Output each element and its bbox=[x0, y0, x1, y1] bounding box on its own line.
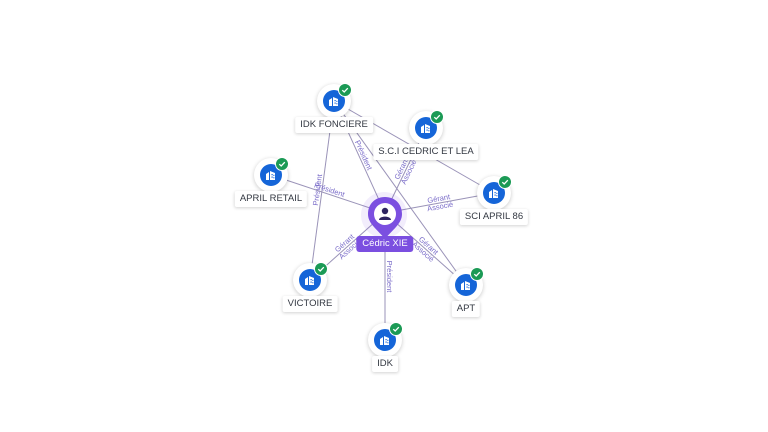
company-label-april-retail[interactable]: APRIL RETAIL bbox=[234, 191, 308, 207]
company-node-sci-cedric-lea[interactable] bbox=[409, 110, 444, 145]
building-icon bbox=[299, 269, 321, 291]
building-icon bbox=[323, 90, 345, 112]
company-node-apt[interactable] bbox=[449, 267, 484, 302]
secondary-edge-role-label: Président bbox=[311, 173, 324, 207]
verified-check-icon bbox=[389, 322, 403, 336]
company-node-idk[interactable] bbox=[368, 322, 403, 357]
company-label-sci-cedric-lea[interactable]: S.C.I CEDRIC ET LEA bbox=[373, 144, 479, 160]
verified-check-icon bbox=[470, 267, 484, 281]
company-node-april-retail[interactable] bbox=[254, 157, 289, 192]
edge-april-retail bbox=[270, 174, 386, 214]
edge-sci-april-86 bbox=[384, 192, 495, 214]
company-label-idk-fonciere[interactable]: IDK FONCIERE bbox=[295, 117, 373, 133]
building-icon bbox=[415, 117, 437, 139]
edge-role-label-sci-april-86: Gérant bbox=[427, 192, 452, 205]
person-icon bbox=[368, 197, 402, 239]
company-label-idk[interactable]: IDK bbox=[372, 356, 398, 372]
verified-check-icon bbox=[498, 175, 512, 189]
edge-role-label-idk: Président bbox=[385, 261, 394, 294]
person-pin[interactable] bbox=[366, 195, 404, 241]
building-icon bbox=[374, 329, 396, 351]
company-node-victoire[interactable] bbox=[293, 262, 328, 297]
person-name-label[interactable]: Cédric XIE bbox=[356, 236, 414, 252]
building-icon bbox=[455, 274, 477, 296]
verified-check-icon bbox=[338, 83, 352, 97]
company-node-idk-fonciere[interactable] bbox=[317, 83, 352, 118]
verified-check-icon bbox=[275, 157, 289, 171]
company-node-sci-april-86[interactable] bbox=[477, 175, 512, 210]
company-label-sci-april-86[interactable]: SCI APRIL 86 bbox=[459, 209, 529, 225]
verified-check-icon bbox=[314, 262, 328, 276]
building-icon bbox=[260, 164, 282, 186]
verified-check-icon bbox=[430, 110, 444, 124]
company-label-victoire[interactable]: VICTOIRE bbox=[282, 296, 338, 312]
company-label-apt[interactable]: APT bbox=[451, 301, 481, 317]
building-icon bbox=[483, 182, 505, 204]
